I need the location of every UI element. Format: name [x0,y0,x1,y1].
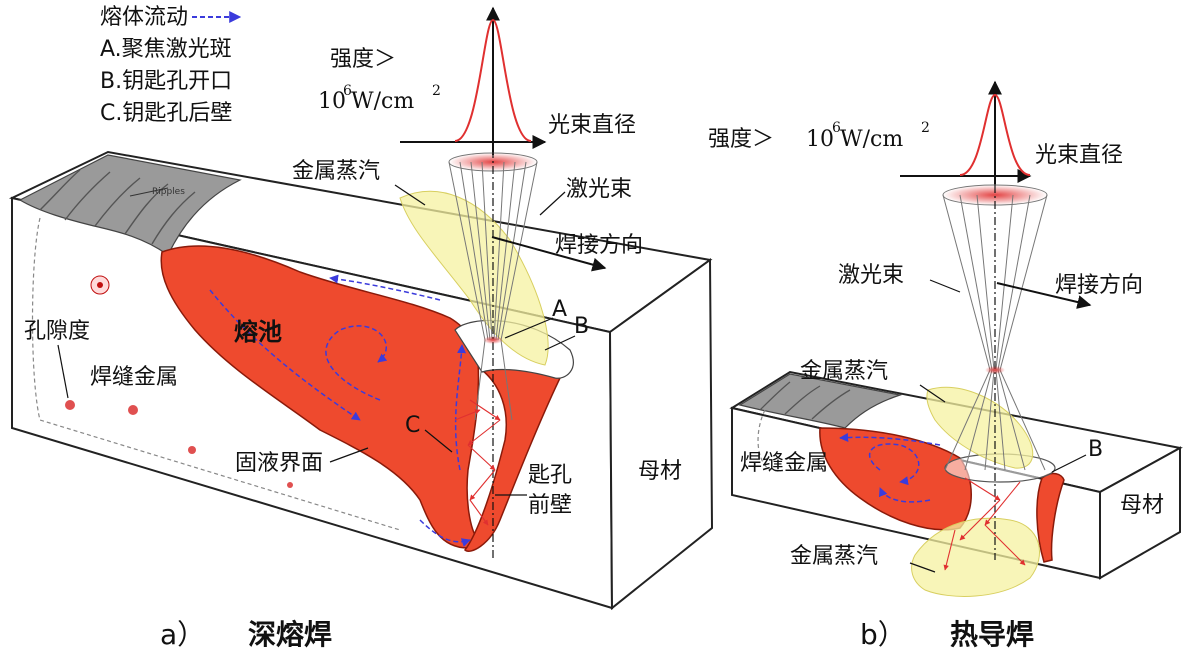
b-intensity-value: 10 6 W/cm 2 [806,120,930,152]
a-base-metal-label: 母材 [638,459,682,484]
panel-b: 强度＞ 10 6 W/cm 2 光束直径 [708,80,1183,651]
a-beam-diameter-label: 光束直径 [548,113,636,138]
a-intensity-unit-exp: 2 [432,83,441,99]
a-focus-spot [483,336,503,344]
a-intensity-base: 10 [318,89,346,114]
legend-item-c: C.钥匙孔后壁 [100,101,232,126]
b-caption-title: 热导焊 [950,618,1034,651]
a-porosity-label: 孔隙度 [24,319,90,344]
b-metal-vapor-bottom-label: 金属蒸汽 [790,544,878,569]
b-intensity-prefix: 强度＞ [708,127,774,152]
a-front-wall-label-2: 前壁 [528,493,572,518]
a-flow-1 [209,289,361,421]
a-metal-vapor-leader [394,184,426,206]
b-metal-vapor-top [926,386,1034,469]
b-weld-metal-label: 焊缝金属 [740,451,828,476]
a-weld-metal-label: 焊缝金属 [90,365,178,390]
a-porosity-dots [65,275,293,488]
a-keyhole-reflections [454,399,501,526]
b-point-b-leader [1051,454,1087,473]
b-intensity-base: 10 [806,127,834,152]
a-point-b-leader [544,335,576,351]
b-ripple-lines [759,381,851,420]
b-base-metal-label: 母材 [1120,493,1164,518]
b-caption-letter: b） [860,618,906,651]
legend-item-a: A.聚焦激光斑 [100,37,232,62]
a-weld-direction-label: 焊接方向 [555,233,643,258]
a-ripples [18,154,242,256]
b-flow-1 [868,443,920,486]
a-front-wall-label-1: 匙孔 [528,463,572,488]
legend-item-b: B.钥匙孔开口 [100,69,232,94]
b-point-b: B [1088,437,1103,462]
a-point-b: B [574,314,589,339]
a-point-a: A [552,297,567,322]
b-weld-direction-arrow [996,282,1092,309]
b-laser-beam-label: 激光束 [838,263,904,288]
b-reflections [943,477,1026,571]
a-point-a-leader [504,317,554,339]
a-porosity-leader [57,344,69,399]
legend-flow-label: 熔体流动 [100,5,188,30]
a-flow-2 [325,325,388,401]
a-melt-pool [160,245,480,549]
a-intensity-exp: 6 [343,83,352,99]
a-ripples-leader [129,187,169,197]
b-metal-vapor-bottom-leader [909,562,936,573]
b-intensity-exp: 6 [832,120,841,136]
b-beam-diameter-label: 光束直径 [1035,143,1123,168]
a-intensity-prefix: 强度＞ [330,47,396,72]
a-interface-label: 固液界面 [235,451,323,476]
b-intensity-unit-exp: 2 [921,120,930,136]
a-flow-3 [454,344,467,471]
legend: 熔体流动 A.聚焦激光斑 B.钥匙孔开口 C.钥匙孔后壁 [100,5,242,126]
a-metal-vapor-label: 金属蒸汽 [292,159,380,184]
a-laser-beam-leader [539,191,566,216]
b-weld-direction-label: 焊接方向 [1055,273,1143,298]
a-point-c: C [405,413,420,438]
b-laser-beam [942,184,1048,471]
b-focus-spot [985,366,1005,374]
a-ripples-label: Ripples [152,187,185,197]
a-gaussian-curve [454,18,532,142]
a-melt-pool-label: 熔池 [234,318,282,346]
b-gaussian-curve [959,93,1031,176]
a-metal-vapor [399,190,549,366]
a-interface-leader [329,447,369,463]
b-flow-3 [839,432,941,446]
a-intensity-unit: W/cm [351,89,414,114]
a-caption-title: 深熔焊 [248,618,332,651]
a-ripple-lines [39,169,196,245]
panel-a: 熔体流动 A.聚焦激光斑 B.钥匙孔开口 C.钥匙孔后壁 强度＞ 10 6 W/… [8,5,714,651]
a-flow-5 [419,519,471,547]
b-metal-vapor-top-leader [919,384,946,403]
a-block-side [608,258,714,611]
b-metal-vapor-bottom [911,517,1040,597]
b-laser-beam-leader [929,279,961,293]
b-metal-vapor-top-label: 金属蒸汽 [800,359,888,384]
a-intensity-value: 10 6 W/cm 2 [318,83,441,114]
a-caption-letter: a） [160,618,205,651]
a-flow-4 [329,274,441,301]
b-melt-pool-front [1036,472,1065,563]
b-intensity-unit: W/cm [840,127,903,152]
a-point-c-leader [424,429,453,453]
b-flow-2 [878,487,931,503]
b-weld-outline [757,409,771,471]
a-weld-direction-arrow [491,236,607,272]
a-laser-beam-label: 激光束 [566,177,632,202]
b-block-side [1099,446,1181,580]
